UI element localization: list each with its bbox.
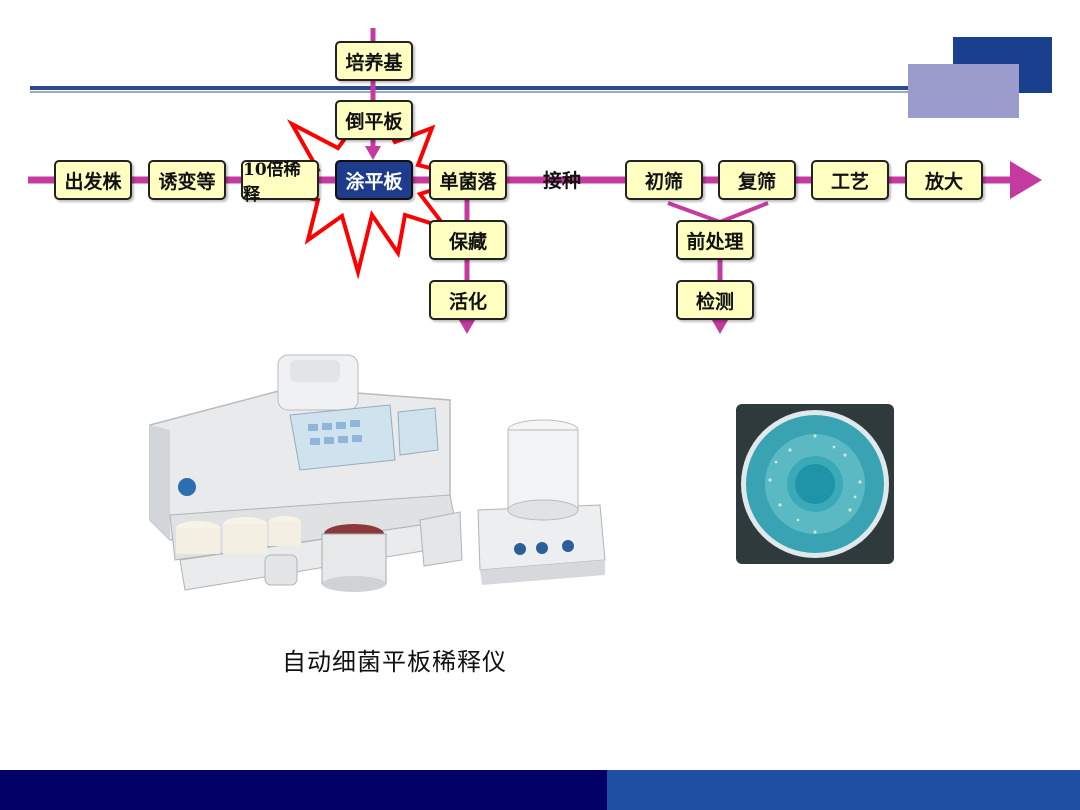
- box-secondary-screen: 复筛: [718, 160, 796, 200]
- branch-line-right: [719, 201, 769, 224]
- top-rule: [30, 86, 1052, 90]
- upper-arrowhead: [365, 146, 381, 160]
- box-pretreatment: 前处理: [676, 220, 754, 260]
- box-activation: 活化: [429, 280, 507, 320]
- lower-left-arrowhead: [459, 320, 475, 334]
- box-starting-strain: 出发株: [54, 160, 132, 200]
- label-inoculation: 接种: [543, 170, 582, 192]
- box-culture-medium: 培养基: [335, 41, 413, 81]
- branch-line-left: [667, 201, 721, 224]
- top-rule-shadow: [30, 91, 1052, 93]
- box-detection: 检测: [676, 280, 754, 320]
- footer-bar-blue: [607, 770, 1080, 810]
- corner-deco-lilac: [908, 64, 1019, 118]
- box-spread-plate: 涂平板: [335, 160, 413, 200]
- box-scale-up: 放大: [905, 160, 983, 200]
- lower-right-arrowhead: [712, 320, 728, 334]
- box-primary-screen: 初筛: [625, 160, 703, 200]
- box-preservation: 保藏: [429, 220, 507, 260]
- footer-bar-dark: [0, 770, 607, 810]
- box-process: 工艺: [811, 160, 889, 200]
- main-flow-arrowhead: [1010, 161, 1042, 199]
- box-single-colony: 单菌落: [429, 160, 507, 200]
- instrument-caption: 自动细菌平板稀释仪: [282, 648, 507, 676]
- box-pour-plate: 倒平板: [335, 100, 413, 140]
- box-mutagenesis: 诱变等: [148, 160, 226, 200]
